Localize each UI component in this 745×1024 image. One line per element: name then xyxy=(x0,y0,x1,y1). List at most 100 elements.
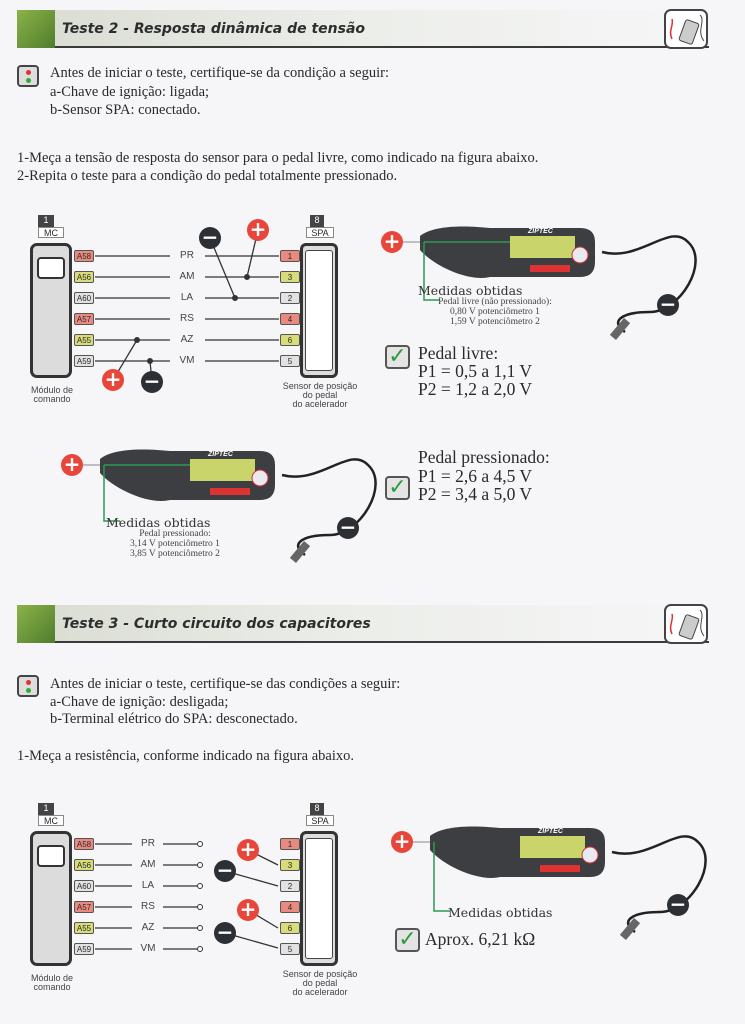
wire-color-LA: LA xyxy=(141,880,155,891)
mc-pin-A55: A55 xyxy=(74,922,94,934)
wire-color-AM: AM xyxy=(179,271,195,282)
mc-label-tag: MC xyxy=(38,815,64,826)
wire-color-RS: RS xyxy=(180,313,194,324)
spa-pin-4: 4 xyxy=(280,901,300,913)
spa-pin-3: 3 xyxy=(280,271,300,283)
test2-header: Teste 2 - Resposta dinâmica de tensão xyxy=(17,10,709,48)
spa-pin-3: 3 xyxy=(280,859,300,871)
minus-probe-icon: − xyxy=(214,922,236,944)
spa-caption-line: do acelerador xyxy=(292,399,348,409)
check-icon: ✓ xyxy=(385,345,410,369)
check-icon: ✓ xyxy=(385,476,410,500)
spa-pin-4: 4 xyxy=(280,313,300,325)
brand-label xyxy=(530,265,570,272)
chip-icon xyxy=(37,257,65,279)
result-p2: P2 = 1,2 a 2,0 V xyxy=(418,379,533,399)
wire-color-PR: PR xyxy=(180,250,194,261)
spa-label-tag: SPA xyxy=(306,227,334,238)
test2-title: Teste 2 - Resposta dinâmica de tensão xyxy=(62,21,366,37)
multimeter-pedal-free: ZIPTEC+− xyxy=(380,222,720,352)
spa-caption-line: do acelerador xyxy=(292,987,348,997)
wire-color-AZ: AZ xyxy=(141,922,155,933)
mc-pin-A57: A57 xyxy=(74,901,94,913)
spa-pin-2: 2 xyxy=(280,292,300,304)
result-p2: P2 = 3,4 a 5,0 V xyxy=(418,484,533,504)
plus-probe-icon: + xyxy=(237,899,259,921)
measurements-heading: Medidas obtidas xyxy=(106,515,211,530)
open-terminal xyxy=(197,862,203,868)
header-accent xyxy=(17,10,55,48)
measurement-p2: 1,59 V potenciômetro 2 xyxy=(450,317,540,327)
minus-probe-icon: − xyxy=(667,894,689,916)
precondition-intro: Antes de iniciar o teste, certifique-se … xyxy=(50,676,401,692)
traffic-light-icon xyxy=(17,675,39,697)
wire-color-AZ: AZ xyxy=(180,334,194,345)
mc-pin-A55: A55 xyxy=(74,334,94,346)
spa-caption-line: Sensor de posição xyxy=(282,381,358,391)
meter-brand: ZIPTEC xyxy=(528,228,553,235)
control-module-body xyxy=(30,831,72,966)
spa-number-tag: 8 xyxy=(310,215,324,227)
mc-label-tag: MC xyxy=(38,227,64,238)
result-title: Pedal pressionado: xyxy=(418,447,550,467)
result-p1: P1 = 2,6 a 4,5 V xyxy=(418,466,533,486)
mc-pin-A57: A57 xyxy=(74,313,94,325)
brand-label xyxy=(540,865,580,872)
wire-color-PR: PR xyxy=(141,838,155,849)
precondition-b: b-Terminal elétrico do SPA: desconectado… xyxy=(50,711,298,727)
test3-title: Teste 3 - Curto circuito dos capacitores xyxy=(62,616,371,632)
measurement-p2: 3,85 V potenciômetro 2 xyxy=(130,549,220,559)
wire-color-VM: VM xyxy=(179,355,195,366)
measurements-heading: Medidas obtidas xyxy=(448,905,553,920)
chip-icon xyxy=(37,845,65,867)
probe-cable xyxy=(611,835,707,934)
result-p1: P1 = 0,5 a 1,1 V xyxy=(418,361,533,381)
plus-probe-icon: + xyxy=(381,231,403,253)
mc-caption-line: comando xyxy=(33,394,71,404)
multimeter-drawing xyxy=(82,449,377,563)
mc-caption-line: Módulo de xyxy=(30,385,74,395)
mc-caption-line: comando xyxy=(33,982,71,992)
precondition-a: a-Chave de ignição: desligada; xyxy=(50,694,229,710)
spa-pin-2: 2 xyxy=(280,880,300,892)
mc-pin-A60: A60 xyxy=(74,880,94,892)
wire-node xyxy=(147,358,153,364)
mc-pin-A56: A56 xyxy=(74,271,94,283)
lcd-screen xyxy=(520,836,585,858)
measurements-values: Pedal pressionado: 3,14 V potenciômetro … xyxy=(110,529,240,559)
traffic-light-icon xyxy=(17,65,39,87)
wire-node xyxy=(134,337,140,343)
measurement-p1: 0,80 V potenciômetro 1 xyxy=(450,307,540,317)
meter-brand: ZIPTEC xyxy=(538,828,563,835)
probe-cable xyxy=(601,235,697,334)
wire-color-RS: RS xyxy=(141,901,155,912)
spa-pin-6: 6 xyxy=(280,334,300,346)
multimeter-pedal-pressed: ZIPTEC+− xyxy=(60,445,400,575)
mc-pin-A58: A58 xyxy=(74,250,94,262)
step-1: 1-Meça a tensão de resposta do sensor pa… xyxy=(17,150,539,166)
check-icon: ✓ xyxy=(395,928,420,952)
mc-number-tag: 1 xyxy=(38,215,54,227)
minus-probe-icon: − xyxy=(199,227,221,249)
minus-probe-icon: − xyxy=(337,517,359,539)
open-terminal xyxy=(197,925,203,931)
lcd-screen xyxy=(510,236,575,258)
multimeter-drawing xyxy=(412,826,707,940)
multimeter-drawing xyxy=(402,226,697,340)
spa-caption-line: do pedal xyxy=(302,978,338,988)
multimeter-icon xyxy=(664,604,708,644)
minus-probe-icon: − xyxy=(141,371,163,393)
plus-probe-icon: + xyxy=(247,219,269,241)
precondition-intro: Antes de iniciar o teste, certifique-se … xyxy=(50,65,390,81)
measurements-values: Pedal livre (não pressionado): 0,80 V po… xyxy=(430,297,560,327)
mc-caption-line: Módulo de xyxy=(30,973,74,983)
wire-node xyxy=(244,274,250,280)
open-terminal xyxy=(197,883,203,889)
step-1: 1-Meça a resistência, conforme indicado … xyxy=(17,748,354,764)
spa-pin-1: 1 xyxy=(280,838,300,850)
